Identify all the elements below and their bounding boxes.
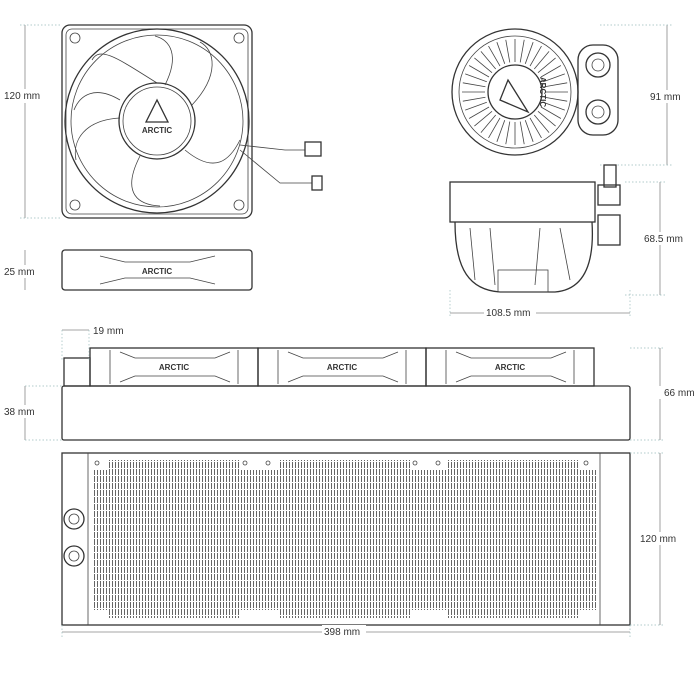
pump-rib xyxy=(480,51,497,70)
pump-rib xyxy=(524,120,534,142)
pump-rib xyxy=(505,121,511,145)
pump-rib xyxy=(488,117,501,139)
pump-rib xyxy=(524,42,534,64)
fitting-bottom xyxy=(63,545,85,567)
radiator-fan-logo: ARCTIC xyxy=(495,363,525,372)
fan-side-logo: ARCTIC xyxy=(142,267,172,276)
pump-rib xyxy=(519,121,525,145)
pump-rib xyxy=(529,45,542,67)
radiator-fan-side: ARCTIC xyxy=(425,347,595,387)
pump-rib xyxy=(505,39,511,63)
pump-top-view: ARCTIC xyxy=(451,28,619,156)
dim-pump-width: 108.5 mm xyxy=(486,308,530,319)
dim-radiator-thickness: 38 mm xyxy=(4,407,35,418)
fan-side-view: ARCTIC xyxy=(61,249,253,291)
fan-logo: ARCTIC xyxy=(142,126,172,135)
fan-front-view: ARCTIC xyxy=(61,24,323,219)
pump-rib xyxy=(529,117,542,139)
pump-rib xyxy=(540,65,562,78)
pump-rib xyxy=(474,57,493,74)
pump-logo: ARCTIC xyxy=(538,77,547,107)
pump-rib xyxy=(533,114,550,133)
pump-rib xyxy=(480,114,497,133)
dim-fan-depth: 25 mm xyxy=(4,267,35,278)
dim-fan-height: 120 mm xyxy=(4,91,40,102)
pump-rib xyxy=(537,110,556,127)
fan-connector xyxy=(304,141,322,157)
dim-radiator-width: 120 mm xyxy=(640,534,676,545)
pump-rib xyxy=(462,96,486,102)
pump-rib xyxy=(519,39,525,63)
pump-rib xyxy=(543,101,565,111)
pump-rib xyxy=(496,120,506,142)
radiator-fan-logo: ARCTIC xyxy=(159,363,189,372)
argb-connector xyxy=(311,175,323,191)
dim-radiator-length: 398 mm xyxy=(324,627,360,638)
pump-rib xyxy=(468,106,490,119)
dim-radiator-total-height: 66 mm xyxy=(664,388,695,399)
pump-rib xyxy=(474,110,493,127)
pump-side-view xyxy=(449,164,621,293)
radiator-top-view xyxy=(61,452,631,626)
pump-rib xyxy=(544,96,568,102)
radiator-fan-logo: ARCTIC xyxy=(327,363,357,372)
radiator-side-view: ARCTIC ARCTIC ARCTIC xyxy=(61,347,631,441)
pump-rib xyxy=(468,65,490,78)
pump-rib xyxy=(540,106,562,119)
pump-rib xyxy=(488,45,501,67)
radiator-fan-side: ARCTIC xyxy=(89,347,259,387)
radiator-fan-side: ARCTIC xyxy=(257,347,427,387)
dim-pump-height: 68.5 mm xyxy=(644,234,683,245)
pump-rib xyxy=(537,57,556,74)
dim-pump-diameter: 91 mm xyxy=(650,92,681,103)
pump-rib xyxy=(533,51,550,70)
pump-rib xyxy=(465,73,487,83)
pump-rib xyxy=(462,82,486,88)
pump-rib xyxy=(465,101,487,111)
pump-rib xyxy=(544,82,568,88)
pump-rib xyxy=(496,42,506,64)
dim-fitting-offset: 19 mm xyxy=(93,326,124,337)
fitting-top xyxy=(63,508,85,530)
pump-rib xyxy=(543,73,565,83)
